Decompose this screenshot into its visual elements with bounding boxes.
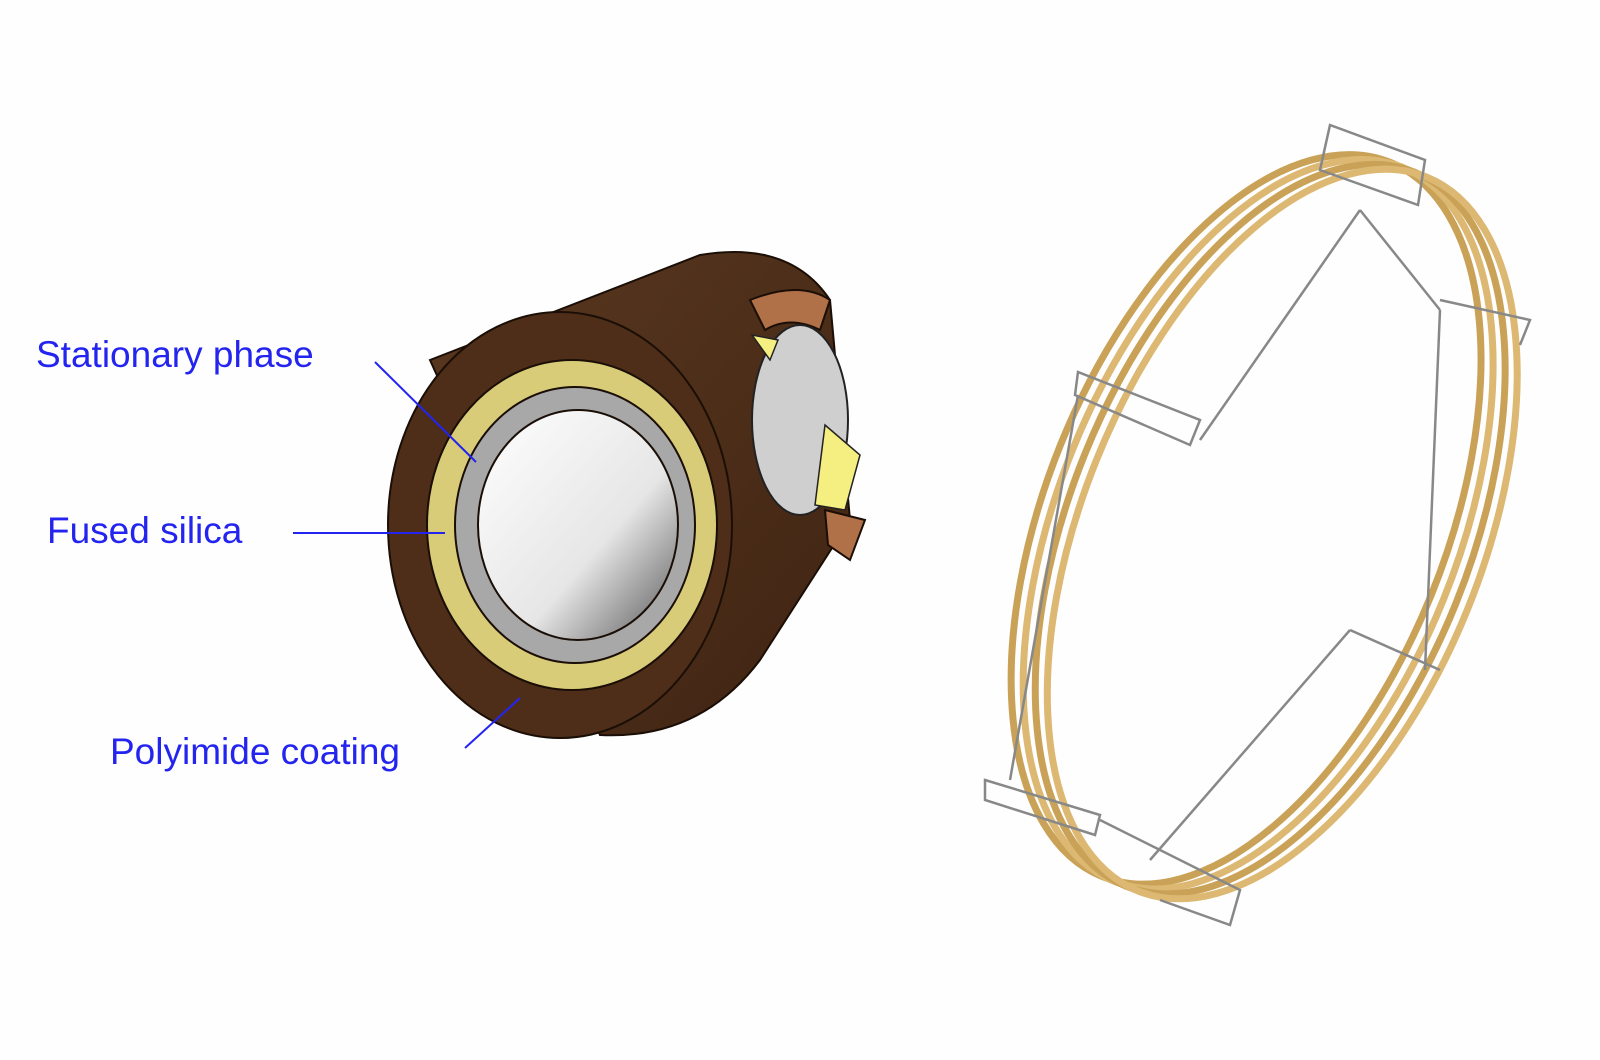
stationary-phase-leader [374,361,477,463]
fused-silica-label: Fused silica [47,510,243,551]
polyimide-coating-leader [464,697,521,749]
column-cage-wire [983,123,1532,927]
stationary-phase-label: Stationary phase [36,334,314,375]
polyimide-coating-label: Polyimide coating [110,731,400,772]
column-cross-section [387,251,867,739]
coiled-gc-column [983,123,1532,927]
